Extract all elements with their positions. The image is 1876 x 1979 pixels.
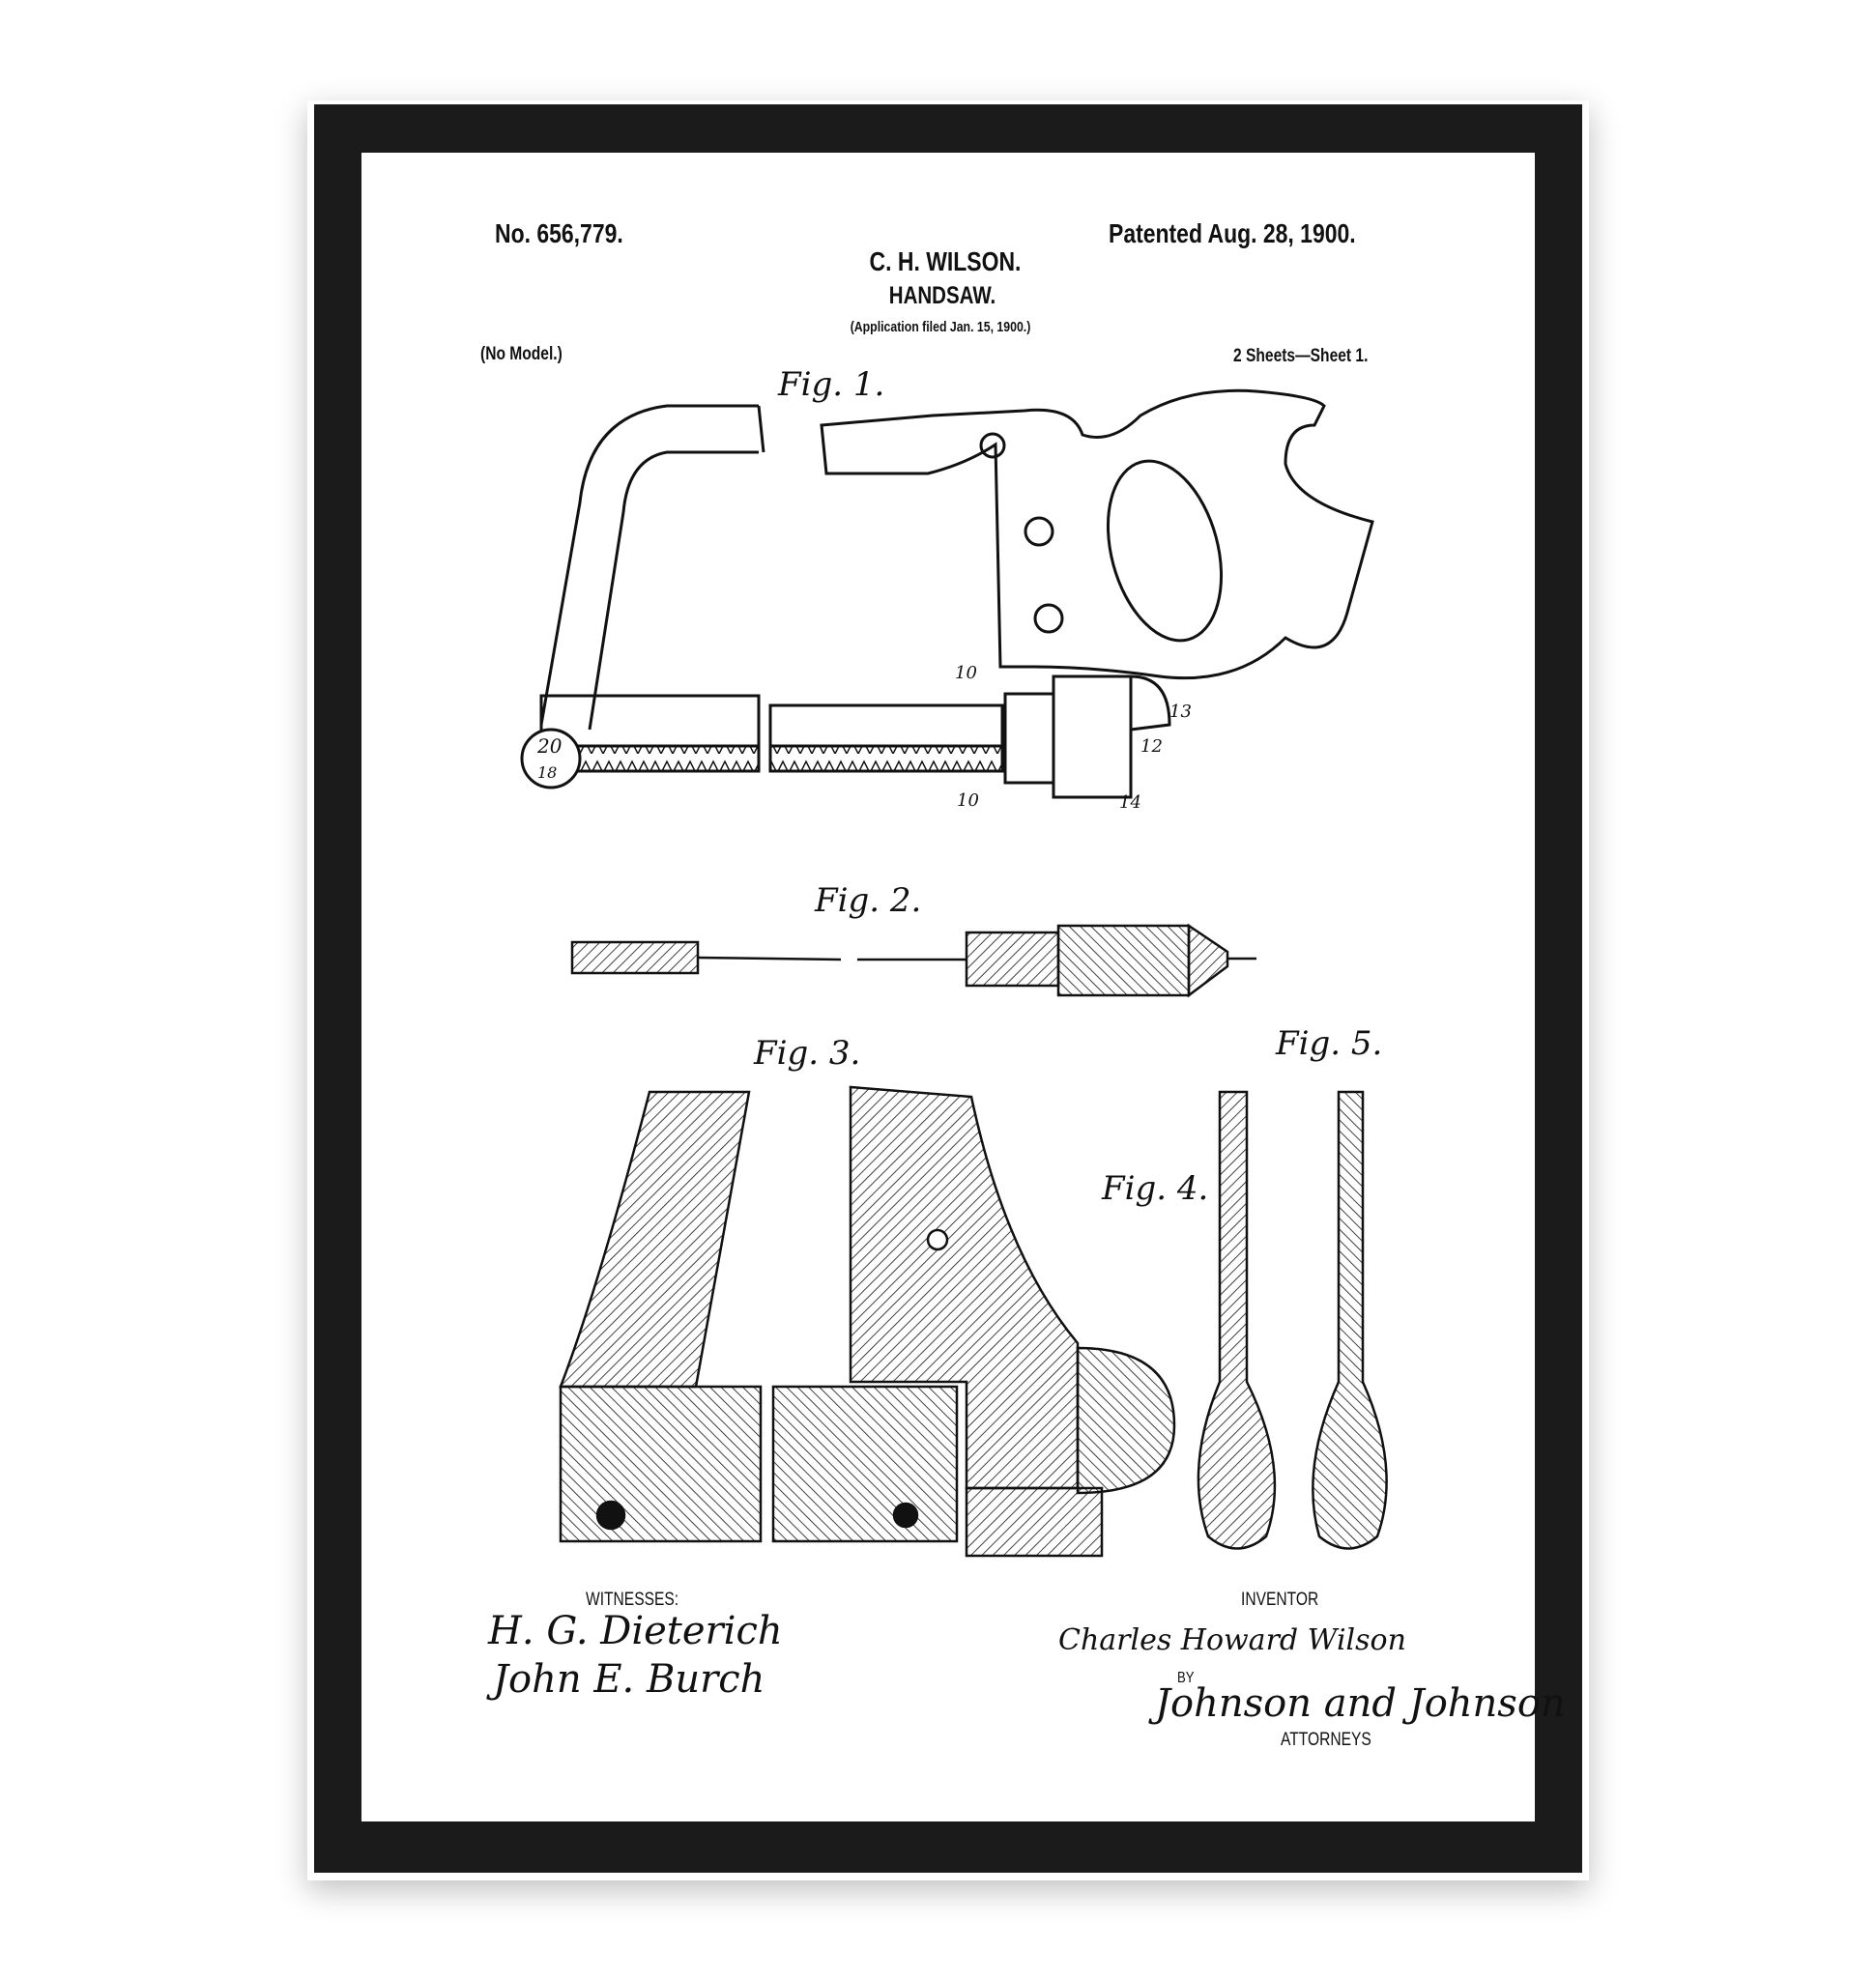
fig4-label: Fig. 4.	[1102, 1169, 1209, 1208]
attorney-signature: Johnson and Johnson	[1155, 1681, 1566, 1726]
by-label: BY	[1177, 1670, 1195, 1686]
sheet-count: 2 Sheets—Sheet 1.	[1233, 346, 1369, 366]
witnesses-label: WITNESSES:	[586, 1590, 679, 1610]
fig5-label: Fig. 5.	[1276, 1024, 1383, 1063]
ref-20: 20	[537, 734, 563, 758]
fig1-label: Fig. 1.	[778, 365, 885, 404]
ref-12: 12	[1140, 736, 1163, 757]
ref-18: 18	[537, 763, 558, 782]
witness-1-signature: H. G. Dieterich	[488, 1609, 783, 1653]
application-date: (Application filed Jan. 15, 1900.)	[850, 319, 1031, 335]
fig3-label: Fig. 3.	[754, 1034, 861, 1073]
attorneys-label: ATTORNEYS	[1281, 1730, 1371, 1750]
fig5-sections	[1197, 1090, 1388, 1550]
ref-14: 14	[1119, 792, 1141, 813]
ref-10: 10	[957, 790, 979, 811]
fig3-section	[559, 1085, 1176, 1558]
patent-title: HANDSAW.	[888, 282, 996, 309]
patent-number: No. 656,779.	[495, 218, 623, 248]
ref-13: 13	[1169, 702, 1192, 722]
fig2-section	[570, 923, 1256, 998]
no-model: (No Model.)	[480, 344, 563, 364]
inventor-label: INVENTOR	[1241, 1590, 1319, 1610]
fig1-handsaw	[520, 388, 1374, 799]
witness-2-signature: John E. Burch	[493, 1657, 765, 1702]
inventor-signature: Charles Howard Wilson	[1058, 1623, 1406, 1657]
patented-date: Patented Aug. 28, 1900.	[1109, 218, 1356, 248]
ref-10: 10	[955, 663, 977, 683]
inventor-name: C. H. WILSON.	[869, 246, 1022, 276]
fig2-label: Fig. 2.	[815, 881, 922, 920]
